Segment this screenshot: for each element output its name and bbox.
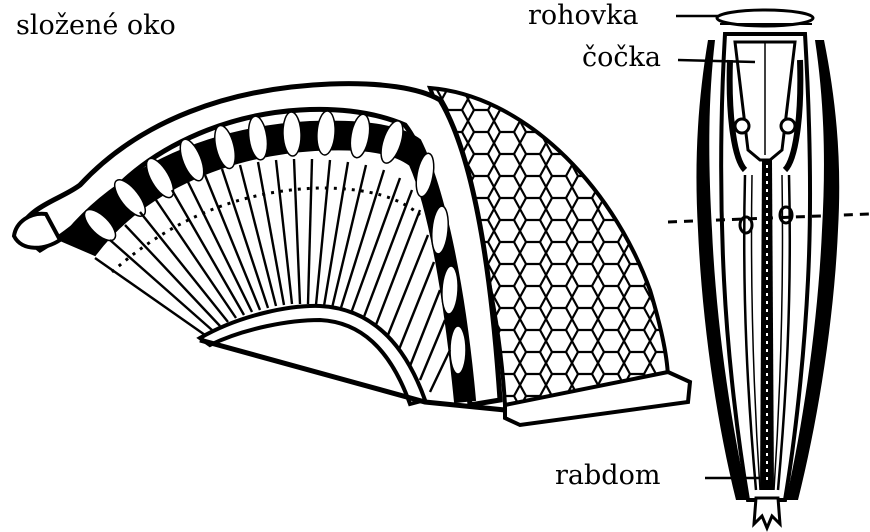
compound-eye-drawing [14,84,690,425]
label-lens: čočka [582,44,661,71]
label-cornea: rohovka [528,2,639,29]
axon-tail [754,498,780,528]
ommatidium-drawing [668,10,870,528]
figure-title: složené oko [16,12,176,39]
basement-membrane [200,306,425,404]
label-rhabdom: rabdom [555,462,660,489]
